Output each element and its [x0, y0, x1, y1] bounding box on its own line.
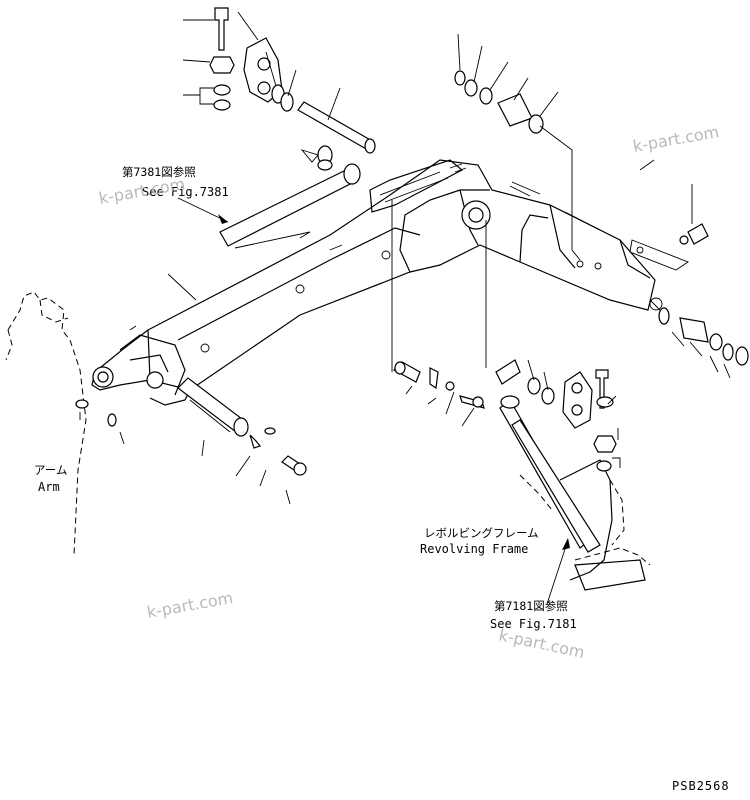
leader-lines [79, 11, 731, 605]
watermark-text: k-part.com [631, 122, 720, 156]
boom-foot-parts-top [454, 70, 544, 134]
arm-cylinder [219, 163, 361, 249]
watermark-text: k-part.com [145, 588, 234, 622]
grease-fitting [629, 223, 709, 271]
see-fig-7381-en-label: See Fig.7381 [142, 185, 229, 199]
watermark-text: k-part.com [97, 174, 186, 208]
revolving-frame-jp-label: レボルビングフレーム [424, 526, 539, 540]
small-pin-parts [393, 361, 485, 409]
boom-cylinder [495, 359, 646, 591]
see-fig-7181-en-label: See Fig.7181 [490, 617, 577, 631]
callout-labels: 第7381図参照 See Fig.7381 アーム Arm レボルビングフレーム… [34, 165, 730, 793]
revolving-frame-outline [519, 474, 651, 566]
boom-assembly [91, 159, 663, 406]
revolving-frame-en-label: Revolving Frame [420, 542, 528, 556]
boom-foot-parts-bottom [658, 307, 749, 366]
arm-outline [5, 291, 117, 556]
arm-jp-label: アーム [34, 463, 67, 477]
arm-en-label: Arm [38, 480, 60, 494]
see-fig-7181-jp-label: 第7181図参照 [494, 599, 568, 613]
drawing-code: PSB2568 [672, 779, 730, 793]
see-fig-7381-jp-label: 第7381図参照 [122, 165, 196, 179]
top-pin-assembly [209, 7, 376, 171]
front-pin [177, 377, 307, 476]
